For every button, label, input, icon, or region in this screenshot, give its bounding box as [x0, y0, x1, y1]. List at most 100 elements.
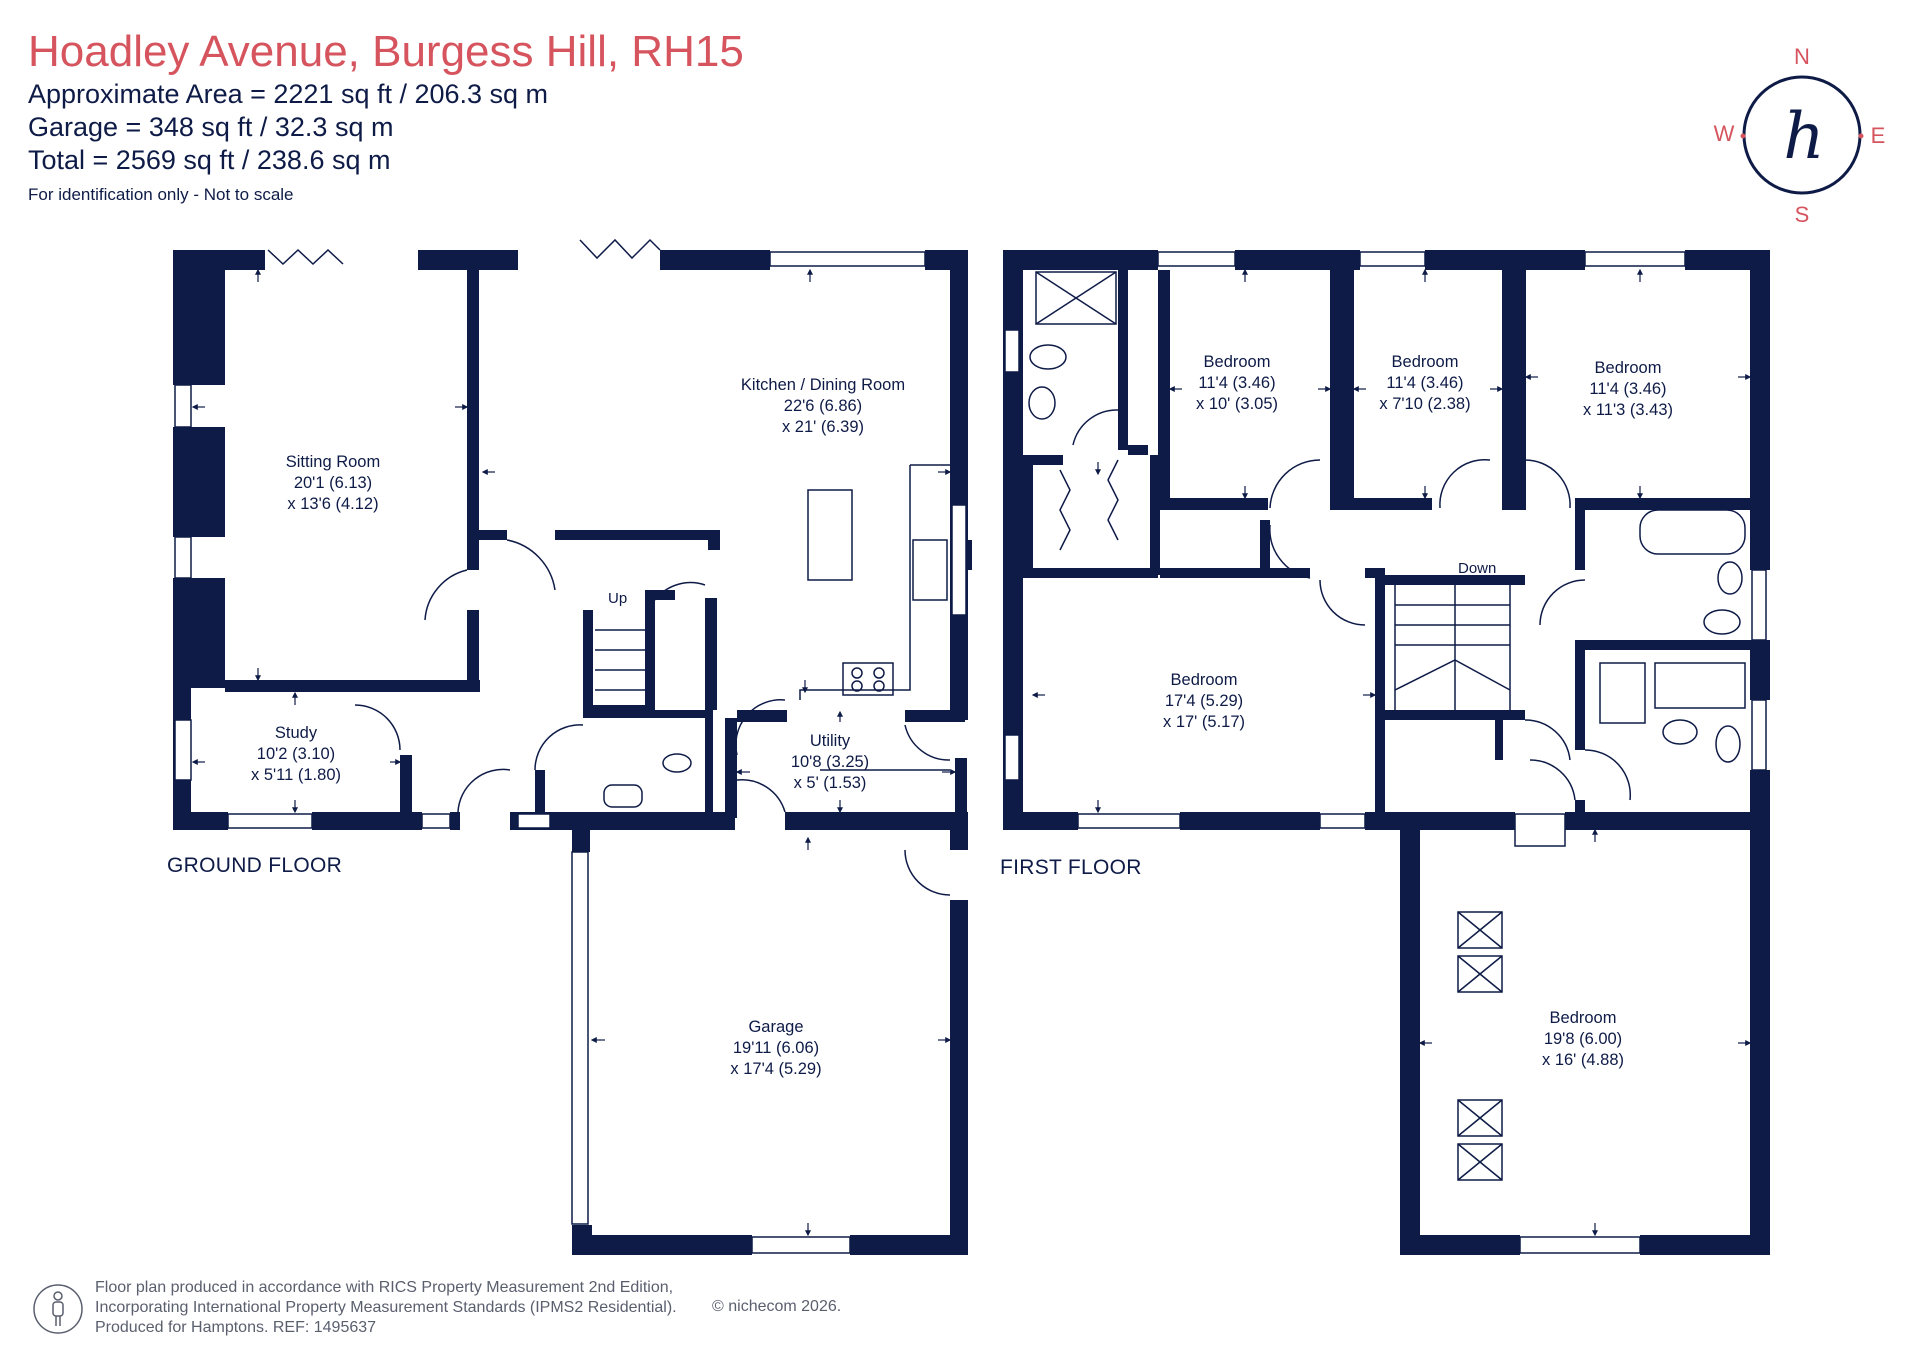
ff-wall-south-3 — [1365, 812, 1515, 830]
ff-wall-stairs-n — [1385, 575, 1525, 585]
gf-wall-east — [950, 250, 968, 720]
room-garage: Garage 19'11 (6.06) x 17'4 (5.29) — [730, 1017, 821, 1080]
ff-wall-ens-s — [1023, 455, 1063, 465]
ff-wall-loft-w — [1400, 830, 1420, 1255]
ff-wall-landing-2 — [1260, 520, 1270, 575]
ff-wall-bed4-e — [1375, 568, 1385, 830]
ff-window-bath — [1751, 569, 1767, 641]
header: Hoadley Avenue, Burgess Hill, RH15 Appro… — [28, 26, 744, 205]
ff-wall-south-1 — [1003, 812, 1078, 830]
ff-wall-ens-e — [1118, 270, 1128, 450]
room-dim: 11'4 (3.46) — [1386, 374, 1464, 392]
room-sitting-room: Sitting Room 20'1 (6.13) x 13'6 (4.12) — [286, 452, 380, 515]
ff-window-bed4 — [1004, 734, 1020, 781]
compass-east: E — [1871, 123, 1886, 148]
gf-door-swing-5 — [534, 724, 584, 771]
total-area: Total = 2569 sq ft / 238.6 sq m — [28, 145, 391, 175]
gf-wall-south-4 — [450, 812, 460, 830]
gf-door-swing-4 — [457, 768, 511, 813]
ff-shower-line — [1035, 271, 1117, 325]
stairs-down-label: Down — [1458, 560, 1497, 577]
ff-wall-loft-s2 — [1640, 1235, 1770, 1255]
ff-window-bed4-s2 — [1319, 813, 1366, 829]
room-dim: x 13'6 (4.12) — [287, 495, 379, 513]
gf-wall-south-1 — [173, 812, 228, 830]
gf-wall-garage-e — [950, 900, 968, 1255]
gf-wall-south-2 — [312, 812, 422, 830]
room-dim: 10'8 (3.25) — [790, 753, 870, 771]
ff-shower-toilet — [1715, 725, 1741, 763]
ff-bath — [1639, 509, 1746, 555]
ff-shower-basin — [1662, 719, 1698, 745]
ff-window-2 — [1359, 251, 1426, 267]
gf-basin — [603, 784, 643, 808]
ff-wall-south-2 — [1180, 812, 1320, 830]
compass-west: W — [1714, 121, 1735, 146]
ff-window-3 — [1584, 251, 1686, 267]
ff-door-swing-10 — [1529, 759, 1576, 801]
ff-skylight-3 — [1457, 1099, 1503, 1137]
room-name: Study — [274, 724, 318, 742]
gf-door-swing-8 — [904, 724, 951, 761]
room-dim: x 21' (6.39) — [781, 418, 865, 436]
room-dim: 19'11 (6.06) — [732, 1039, 820, 1057]
gf-wall-stairs-w — [583, 610, 593, 710]
room-name: Bedroom — [1549, 1009, 1617, 1027]
gf-wall-wc-w — [535, 770, 545, 815]
ff-door-swing-4 — [1524, 459, 1571, 509]
room-name: Bedroom — [1594, 359, 1662, 377]
ff-wall-stairs-s — [1385, 710, 1525, 720]
gf-wall-west-1 — [173, 250, 225, 385]
compass-north: N — [1794, 44, 1810, 69]
footer-line-1: Floor plan produced in accordance with R… — [95, 1279, 674, 1296]
room-dim: x 7'10 (2.38) — [1379, 395, 1471, 413]
gf-wall-utility-w — [725, 718, 737, 818]
ff-wardrobe-doors-2 — [1107, 459, 1119, 541]
gf-door-swing-10 — [654, 581, 706, 601]
room-dim: 11'4 (3.46) — [1198, 374, 1276, 392]
ff-wall-wardrobe-2 — [1150, 455, 1160, 575]
room-utility: Utility 10'8 (3.25) x 5' (1.53) — [791, 731, 869, 794]
room-name: Bedroom — [1391, 353, 1459, 371]
gf-wall-sitting-east — [467, 270, 479, 570]
gf-door-swing-2 — [424, 569, 468, 621]
room-bedroom-2: Bedroom 11'4 (3.46) x 7'10 (2.38) — [1379, 352, 1470, 415]
compass-logo: h — [1783, 100, 1824, 174]
gf-wall-west-3 — [173, 578, 225, 688]
ff-wall-bath-w3 — [1575, 800, 1585, 830]
room-dim: 19'8 (6.00) — [1543, 1030, 1623, 1048]
room-kitchen-dining: Kitchen / Dining Room 22'6 (6.86) x 21' … — [741, 375, 905, 438]
ff-hatch — [1514, 813, 1566, 847]
gf-wall-sitting-east-2 — [467, 610, 479, 690]
ff-wall-bed2-w — [1342, 270, 1354, 510]
gf-wall-wc-e — [705, 710, 713, 820]
room-dim: 20'1 (6.13) — [293, 474, 373, 492]
ff-wall-bed2-s — [1342, 498, 1432, 510]
ff-door-swing-6 — [1319, 579, 1366, 626]
gf-wall-utility-n1 — [737, 710, 787, 722]
room-name: Bedroom — [1203, 353, 1271, 371]
ff-wall-bath-w1 — [1575, 510, 1585, 570]
gf-window-study-s — [227, 813, 313, 829]
approx-area: Approximate Area = 2221 sq ft / 206.3 sq… — [28, 79, 549, 109]
compass-icon: N S E W h — [1714, 44, 1886, 227]
room-dim: 17'4 (5.29) — [1164, 692, 1244, 710]
ff-door-swing-3 — [1439, 458, 1491, 509]
gf-wall-sitting-south — [225, 680, 480, 692]
gf-wall-stairs-e — [645, 590, 655, 710]
gf-door-swing-1 — [506, 539, 556, 591]
ff-wall-bed1-w — [1158, 270, 1170, 510]
ff-wall-wardrobe-3 — [1023, 568, 1158, 578]
ff-wall-north-4 — [1685, 250, 1770, 270]
ground-floor-label: GROUND FLOOR — [167, 854, 343, 877]
gf-door-swing-3 — [354, 704, 401, 751]
ff-wall-south-4 — [1565, 812, 1770, 830]
gf-toilet — [662, 753, 692, 773]
ff-bath-basin — [1717, 561, 1743, 595]
room-dim: x 17' (5.17) — [1162, 713, 1246, 731]
gf-door-swing-7 — [736, 778, 786, 813]
ff-window-1 — [1157, 251, 1236, 267]
room-dim: x 17'4 (5.29) — [730, 1060, 822, 1078]
ff-bath-toilet — [1703, 609, 1741, 635]
